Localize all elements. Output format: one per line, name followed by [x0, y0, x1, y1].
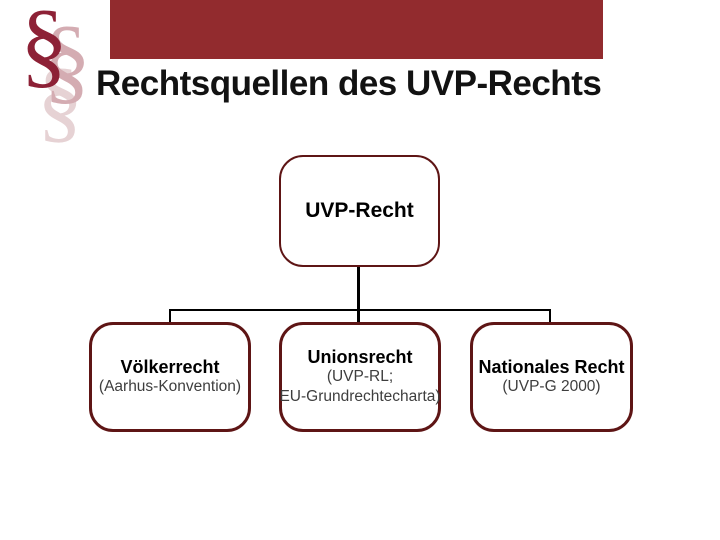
paragraph-icon-dark: § [20, 0, 68, 97]
nationales-recht-box: Nationales Recht (UVP-G 2000) [470, 322, 633, 432]
connector-stub-right [549, 309, 551, 323]
paragraph-icon-medium: § [43, 6, 91, 113]
header-banner [110, 0, 603, 59]
uvp-recht-box: UVP-Recht [279, 155, 440, 267]
connector-stub-left [169, 309, 171, 323]
uvp-recht-label: UVP-Recht [305, 199, 414, 222]
unionsrecht-subline-2: EU-Grundrechtecharta) [279, 388, 441, 405]
voelkerrecht-box: Völkerrecht (Aarhus-Konvention) [89, 322, 251, 432]
unionsrecht-label: Unionsrecht [307, 347, 413, 367]
nationales-recht-label: Nationales Recht [478, 357, 625, 377]
voelkerrecht-subline: (Aarhus-Konvention) [98, 378, 242, 395]
slide-title: Rechtsquellen des UVP-Rechts [96, 64, 602, 103]
nationales-recht-subline: (UVP-G 2000) [502, 378, 601, 395]
connector-vertical [357, 267, 360, 323]
unionsrecht-subline-1: (UVP-RL; [326, 368, 394, 385]
paragraph-icon-light: § [37, 49, 83, 151]
connector-horizontal [169, 309, 551, 311]
unionsrecht-box: Unionsrecht (UVP-RL; EU-Grundrechtechart… [279, 322, 441, 432]
paragraph-logo: § § § [0, 0, 110, 160]
voelkerrecht-label: Völkerrecht [120, 357, 220, 377]
